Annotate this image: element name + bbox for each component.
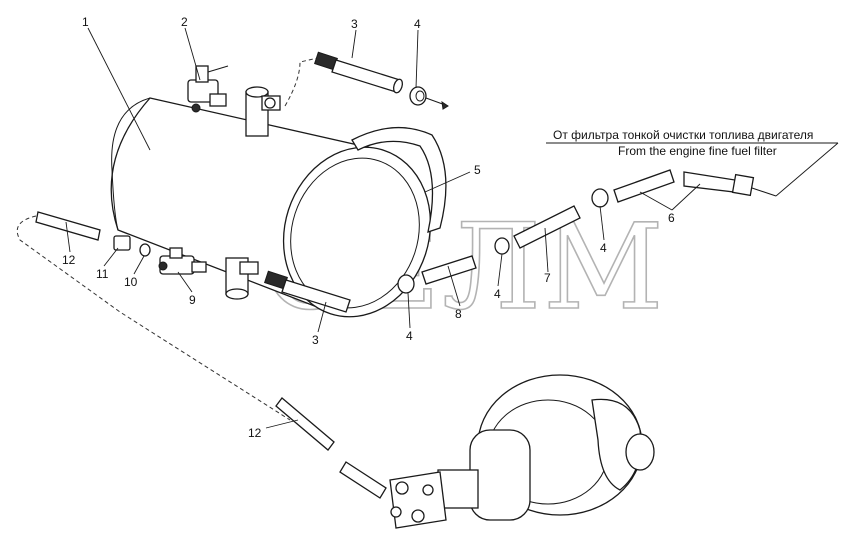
washer [139,243,151,257]
callout-9: 9 [189,293,196,307]
tee-fitting [158,247,207,275]
callout-4-right: 4 [600,241,607,255]
tank-strap [351,126,447,233]
caption-ru: От фильтра тонкой очистки топлива двигат… [553,128,813,142]
callout-4-top: 4 [414,17,421,31]
callout-3-bottom: 3 [312,333,319,347]
callout-3-top: 3 [351,17,358,31]
hose-clamp-mid [494,237,510,255]
hose-clamp-right [591,188,609,208]
tube-12-upper [35,211,101,241]
callout-2: 2 [181,15,188,29]
callout-12-upper: 12 [62,253,76,267]
fuel-hose-bottom [264,270,351,313]
pump-assembly [339,374,655,529]
plug [113,235,131,251]
callout-12-lower: 12 [248,426,262,440]
callout-4-low: 4 [406,329,413,343]
fuel-tube-7 [513,205,581,249]
callout-8: 8 [455,307,462,321]
fuel-hose-top [284,51,404,107]
tube-12-lower [275,397,335,451]
fuel-tank [110,86,432,318]
callout-7: 7 [544,271,551,285]
callout-5: 5 [474,163,481,177]
hose-clamp-low [397,274,415,294]
routing-line [16,215,291,421]
callout-1: 1 [82,15,89,29]
leader-lines [65,27,839,429]
source-caption: От фильтра тонкой очистки топлива двигат… [553,128,813,158]
caption-en: From the engine fine fuel filter [618,144,777,158]
hose-clamp-top [409,86,449,110]
callout-11: 11 [96,267,109,281]
drain-valve [187,65,229,113]
callouts: 1 2 3 4 5 4 6 7 4 8 4 3 9 10 11 12 12 [62,15,675,440]
callout-10: 10 [124,275,138,289]
callout-4-mid: 4 [494,287,501,301]
callout-6: 6 [668,211,675,225]
